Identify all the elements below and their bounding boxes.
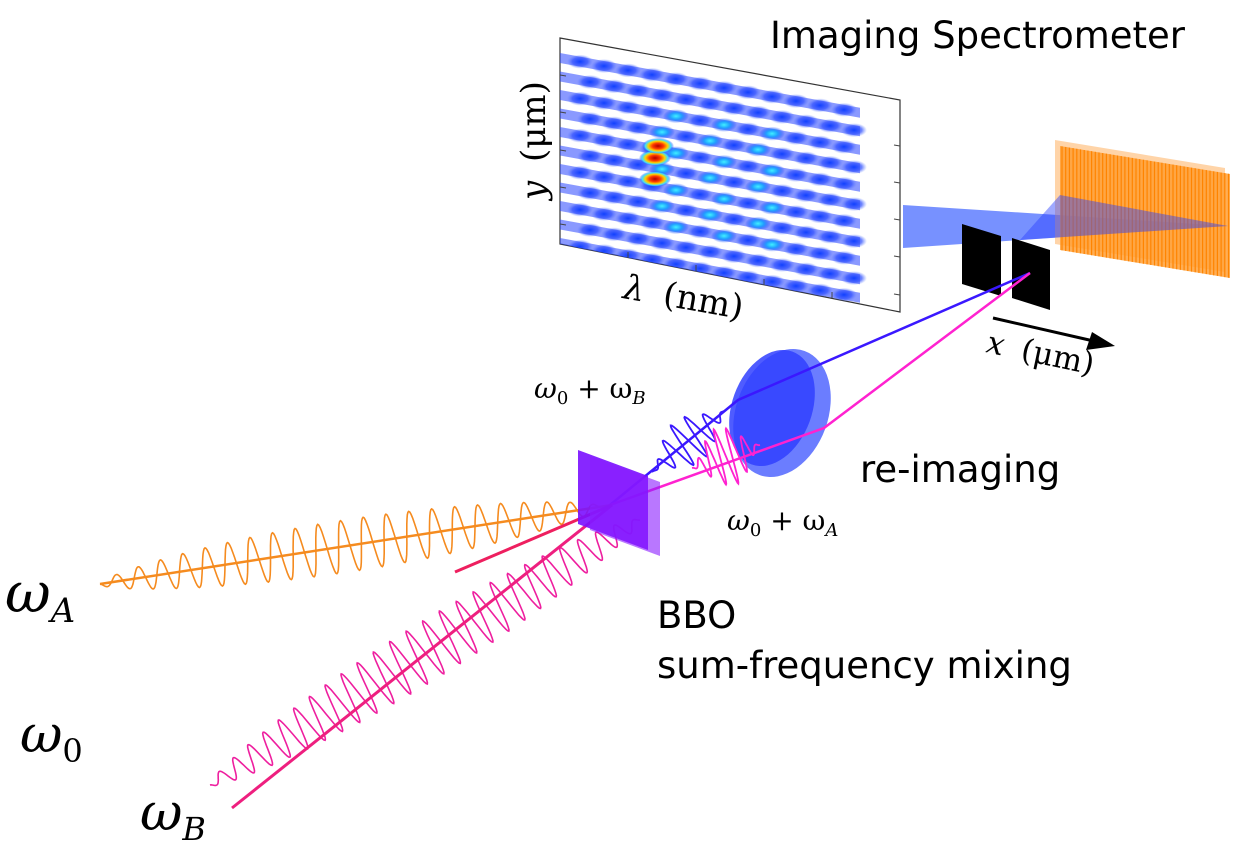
sum-A-label: ω0 + ωA — [727, 504, 838, 541]
bbo-crystal — [578, 450, 660, 556]
spectrometer-section: x (μm) — [903, 140, 1230, 383]
sum-A-beam — [609, 272, 1031, 507]
omega-B-label: ωB — [140, 783, 206, 848]
x-axis-label: x (μm) — [983, 325, 1097, 383]
reimaging-lens — [729, 349, 831, 477]
omega-0-label: ω0 — [20, 705, 83, 770]
output-beams — [609, 271, 1031, 507]
sum-B-wavepacket — [651, 409, 727, 473]
sum-A-wavepacket — [691, 426, 761, 487]
omega-B-beam — [231, 503, 613, 810]
beam-to-grating — [1020, 195, 1228, 240]
sum-B-label: ω0 + ωB — [534, 372, 646, 409]
x-axis-arrowhead — [1086, 332, 1115, 350]
x-axis-arrow-line — [992, 316, 1099, 344]
bbo-label: BBO — [657, 594, 736, 637]
reimaging-label: re-imaging — [860, 448, 1060, 491]
slit-left — [962, 224, 1001, 296]
y-axis-label: y (μm) — [514, 81, 554, 202]
diagram-title: Imaging Spectrometer — [770, 14, 1186, 57]
spectrogram-ticks — [559, 74, 901, 298]
omega-A-label: ωA — [5, 561, 75, 631]
diffraction-grating — [1055, 140, 1230, 278]
omega-A-beam — [99, 503, 613, 586]
sfm-label: sum-frequency mixing — [657, 644, 1072, 687]
sum-B-beam — [609, 271, 1031, 506]
spectrogram-panel: y (μm) λ (nm) — [514, 37, 901, 328]
slit-right — [1012, 238, 1050, 310]
